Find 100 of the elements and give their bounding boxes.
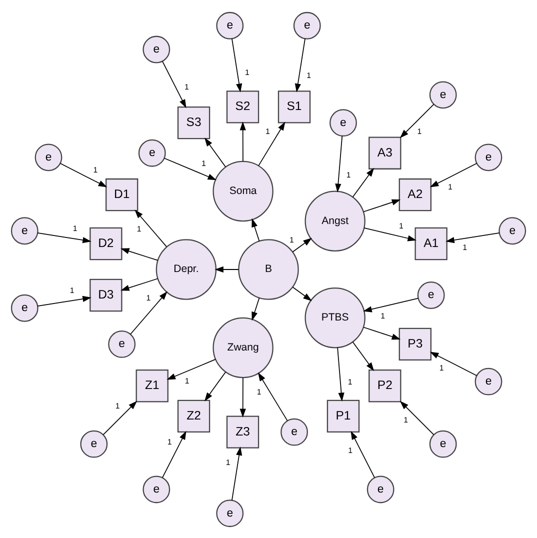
arrow [335,135,343,192]
edge-label: 1 [348,377,352,386]
arrow [240,376,246,417]
arrow [363,326,401,340]
arrow [252,297,260,320]
arrow [294,38,306,92]
edge-label: 1 [244,68,250,77]
edge-label: 1 [380,310,385,320]
node-box: A2 [398,178,432,211]
edge-label: 1 [439,362,444,372]
edge-label: 1 [184,376,190,386]
node-circle: e [108,330,136,358]
node-box: P3 [398,327,432,360]
arrow [130,290,168,334]
edge-label: 1 [256,387,262,396]
arrow [446,232,500,243]
node-box: S3 [177,106,210,139]
arrow [292,237,312,252]
arrow [232,446,242,500]
node-circle: e [10,294,38,322]
node-circle: PTBS [304,287,366,348]
node-box: D3 [90,278,122,312]
arrow [430,351,478,376]
edge-label: 1 [146,293,151,302]
node-circle: Soma [212,160,274,222]
edge-label: 1 [93,164,98,174]
node-circle: e [142,475,170,503]
arrow [162,60,186,108]
arrow [337,346,344,402]
node-box: Z1 [136,369,168,402]
arrow [363,297,419,312]
arrow [232,38,242,92]
edge-label: 1 [404,414,408,424]
node-circle: Angst [304,190,366,251]
arrow [400,103,434,138]
edge-label: 1 [462,242,468,252]
arrow [240,121,246,162]
edge-label: 1 [348,446,352,455]
node-box: D2 [90,226,122,260]
edge-label: 1 [346,170,351,179]
node-circle: e [474,367,502,395]
arrow [400,400,434,435]
arrow [204,371,226,401]
arrow [214,266,239,272]
edge-label: 1 [167,436,172,446]
node-circle: e [34,143,62,171]
edge-label: 1 [266,126,270,136]
node-circle: e [498,216,526,244]
arrow [252,218,260,241]
node-circle: e [366,475,394,503]
arrow [258,121,286,166]
arrow [258,372,288,421]
node-circle: e [474,143,502,171]
edge-label: 1 [398,221,404,230]
edge-label: 1 [448,182,452,192]
arrow [164,157,217,180]
arrow [292,286,312,301]
arrow [352,167,374,197]
node-circle: e [138,138,166,166]
node-circle: e [429,80,457,108]
node-circle: e [429,430,457,458]
arrow [364,227,416,241]
node-circle: e [216,499,244,527]
edge-label: 1 [136,224,142,233]
edge-label: 1 [70,285,74,294]
edge-label: 1 [184,82,189,92]
node-box: S1 [278,90,311,123]
node-circle: e [10,216,38,244]
node-box: P1 [326,399,360,432]
node-circle: e [280,418,308,446]
arrow [352,341,374,371]
node-circle: e [293,11,321,39]
node-circle: e [80,430,108,458]
edge-label: 1 [306,70,312,80]
arrow [166,358,216,380]
edge-label: 1 [72,224,78,233]
arrow [37,295,92,306]
arrow [162,430,186,478]
node-box: S2 [226,90,260,123]
arrow [37,232,92,243]
edge-label: 1 [226,457,230,466]
node-box: D1 [106,178,138,211]
node-box: Z2 [177,399,210,432]
node-box: A3 [368,136,402,169]
node-box: Z3 [226,415,260,448]
arrow [350,430,376,478]
arrow [120,248,158,260]
edge-label: 1 [115,401,120,410]
arrow [363,198,401,212]
arrow [430,162,478,187]
node-circle: e [417,281,445,308]
arrow [134,209,167,247]
node-circle: e [330,108,357,136]
arrow [204,137,226,167]
edge-label: 1 [417,126,422,136]
arrow [102,400,138,435]
node-circle: Zwang [212,316,274,378]
node-circle: e [142,35,170,63]
arrow [120,278,158,290]
node-box: A1 [414,226,448,260]
